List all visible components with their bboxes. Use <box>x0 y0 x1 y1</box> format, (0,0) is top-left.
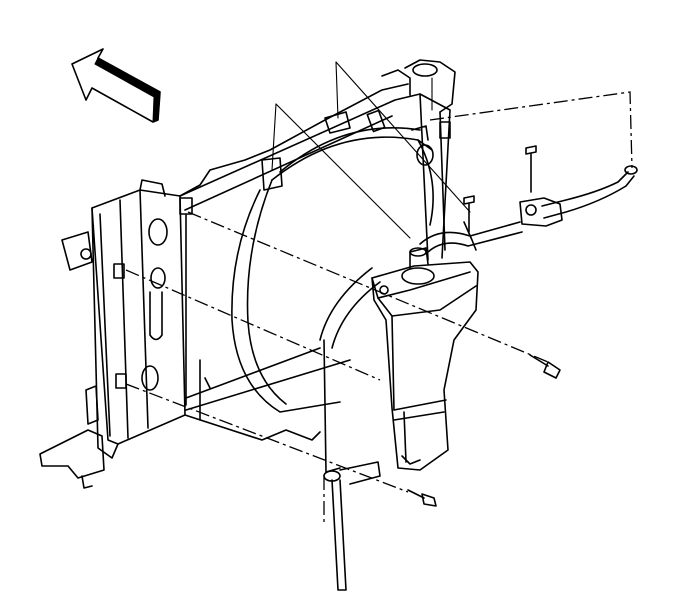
bolt-icon <box>529 354 561 379</box>
radiator-frame <box>39 179 186 489</box>
fan-shroud <box>231 111 434 591</box>
screw-icon-middle <box>463 195 475 233</box>
screw-icon <box>525 145 537 193</box>
radiator-core <box>113 59 456 441</box>
attachment-lines <box>125 91 633 522</box>
overflow-hose <box>419 165 638 253</box>
front-direction-arrow-icon <box>71 48 161 123</box>
coolant-reservoir <box>371 247 479 471</box>
bolt-icon-lower <box>407 489 437 507</box>
leader-lines <box>271 61 471 239</box>
